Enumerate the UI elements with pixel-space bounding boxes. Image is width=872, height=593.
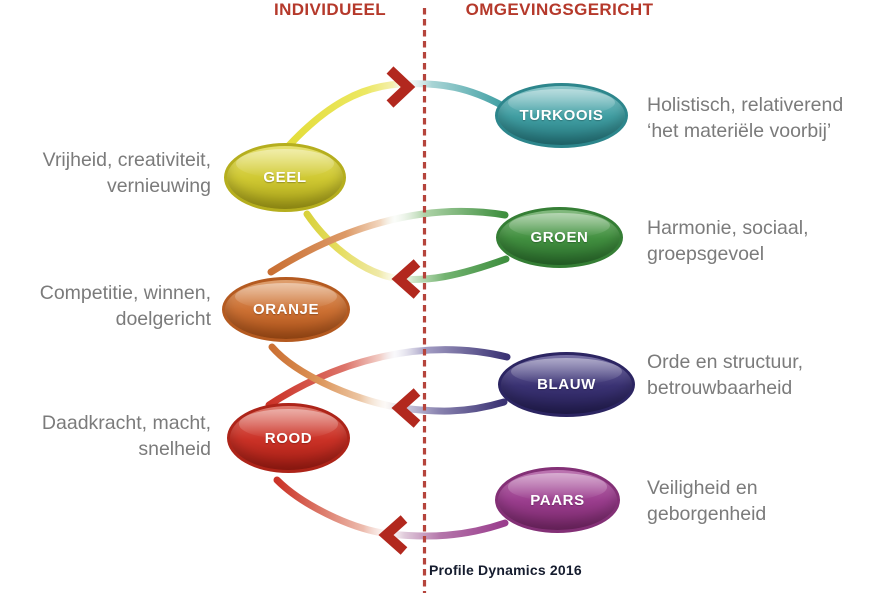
node-label: ROOD xyxy=(264,429,313,447)
description-line: Orde en structuur, xyxy=(647,351,804,373)
flow-arc-rood-blauw xyxy=(265,346,511,409)
node-geel: GEEL xyxy=(224,143,346,212)
description-groen: Harmonie, sociaal, groepsgevoel xyxy=(647,215,872,267)
flow-arc-geel-turkoois xyxy=(279,80,507,156)
node-label: TURKOOIS xyxy=(519,107,604,124)
description-paars: Veiligheid en geborgenheid xyxy=(647,475,872,527)
description-oranje: Competitie, winnen, doelgericht xyxy=(8,280,211,332)
node-label: GEEL xyxy=(263,169,307,186)
chevron-left-icon xyxy=(391,259,421,299)
description-line: Harmonie, sociaal, xyxy=(647,217,809,239)
description-line: Competitie, winnen, xyxy=(39,282,211,304)
node-groen: GROEN xyxy=(496,207,623,268)
column-header-omgevingsgericht: OMGEVINGSGERICHT xyxy=(465,0,654,19)
node-label: ORANJE xyxy=(252,301,320,318)
node-label: BLAUW xyxy=(537,376,596,393)
node-oranje: ORANJE xyxy=(222,277,350,342)
description-line: Vrijheid, creativiteit, xyxy=(42,149,211,171)
description-line: geborgenheid xyxy=(647,503,767,525)
credit-text: Profile Dynamics 2016 xyxy=(429,562,582,578)
description-turkoois: Holistisch, relativerend ‘het materiële … xyxy=(647,92,872,144)
description-line: groepsgevoel xyxy=(647,243,765,265)
description-blauw: Orde en structuur, betrouwbaarheid xyxy=(647,349,872,401)
node-label: PAARS xyxy=(530,491,585,509)
node-blauw: BLAUW xyxy=(498,352,635,417)
node-turkoois: TURKOOIS xyxy=(495,83,628,148)
flow-arc-oranje-groen xyxy=(267,207,509,276)
node-rood: ROOD xyxy=(227,403,350,473)
chevron-left-icon xyxy=(378,515,408,555)
description-line: betrouwbaarheid xyxy=(647,377,793,399)
description-line: Veiligheid en xyxy=(647,477,758,499)
description-line: ‘het materiële voorbij’ xyxy=(647,120,832,142)
description-line: snelheid xyxy=(138,438,211,460)
chevron-left-icon xyxy=(391,388,421,428)
column-header-individueel: INDIVIDUEEL xyxy=(273,0,387,19)
description-line: vernieuwing xyxy=(106,175,211,197)
description-line: Daadkracht, macht, xyxy=(41,412,211,434)
chevron-right-icon xyxy=(386,66,416,108)
description-rood: Daadkracht, macht, snelheid xyxy=(8,410,211,462)
description-line: doelgericht xyxy=(115,308,211,330)
node-label: GROEN xyxy=(530,229,589,246)
description-line: Holistisch, relativerend xyxy=(647,94,844,116)
description-geel: Vrijheid, creativiteit, vernieuwing xyxy=(8,147,211,199)
node-paars: PAARS xyxy=(495,467,620,533)
